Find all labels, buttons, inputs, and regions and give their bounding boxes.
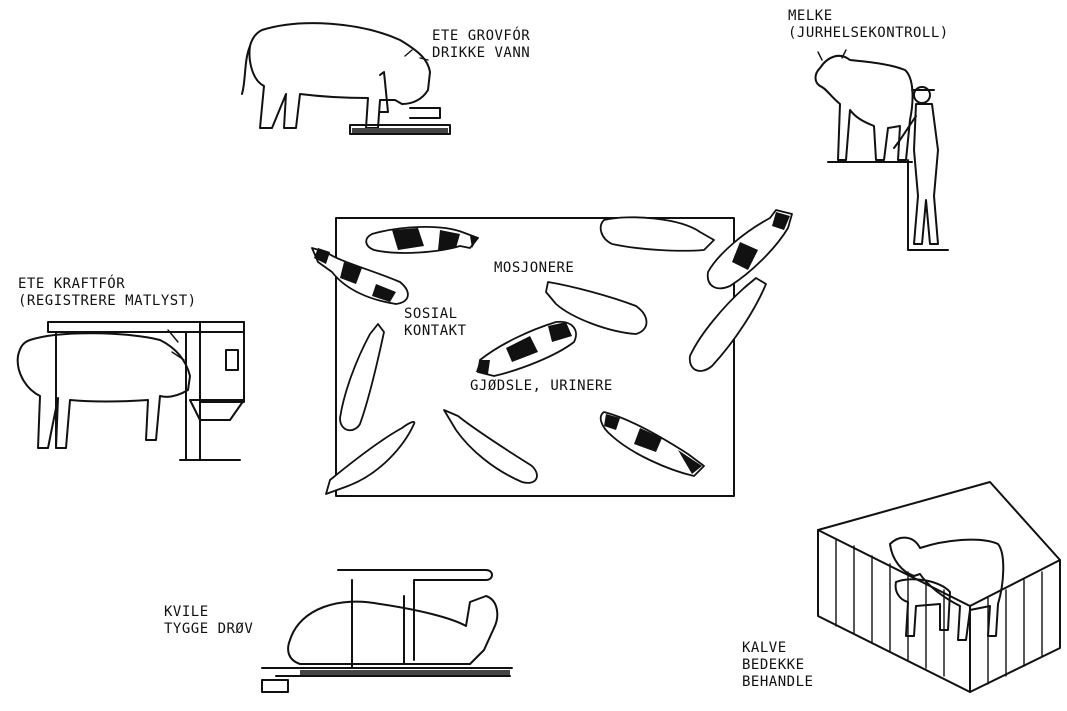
label-concentrate-line-2: (REGISTRERE MATLYST): [18, 293, 197, 310]
label-feed-roughage-line-1: ETE GROVFÓR: [432, 28, 530, 45]
calving-pen-illustration: [818, 482, 1060, 692]
cow-silhouette-far-right: [708, 210, 792, 288]
cow-silhouette-bottom-center: [444, 410, 537, 483]
concentrate-feeder-illustration: [18, 322, 244, 460]
cow-silhouette-right: [690, 278, 766, 371]
milking-illustration: [816, 50, 949, 250]
label-calving: KALVE BEDEKKE BEHANDLE: [742, 640, 813, 691]
label-social-line-1: SOSIAL: [404, 306, 467, 323]
cow-silhouette-bottom-left: [326, 422, 414, 494]
cow-silhouette-top-right: [601, 217, 714, 250]
label-rest-line-2: TYGGE DRØV: [164, 621, 253, 638]
label-calving-line-3: BEHANDLE: [742, 674, 813, 691]
cow-eating-roughage-illustration: [242, 23, 450, 134]
cow-silhouette-top: [366, 227, 478, 253]
label-milking: MELKE (JURHELSEKONTROLL): [788, 8, 949, 42]
label-calving-line-1: KALVE: [742, 640, 813, 657]
label-concentrate-line-1: ETE KRAFTFÓR: [18, 276, 197, 293]
label-concentrate: ETE KRAFTFÓR (REGISTRERE MATLYST): [18, 276, 197, 310]
cow-silhouette-bottom-right: [601, 412, 704, 476]
label-exercise: MOSJONERE: [494, 260, 574, 277]
label-rest: KVILE TYGGE DRØV: [164, 604, 253, 638]
label-rest-line-1: KVILE: [164, 604, 253, 621]
label-calving-line-2: BEDEKKE: [742, 657, 813, 674]
label-manure: GJØDSLE, URINERE: [470, 378, 613, 395]
label-milking-line-1: MELKE: [788, 8, 949, 25]
label-social: SOSIAL KONTAKT: [404, 306, 467, 340]
cow-silhouette-left: [312, 248, 408, 304]
label-feed-roughage: ETE GROVFÓR DRIKKE VANN: [432, 28, 530, 62]
resting-cubicle-illustration: [262, 570, 512, 692]
label-milking-line-2: (JURHELSEKONTROLL): [788, 25, 949, 42]
cow-silhouette-center: [476, 322, 576, 376]
cow-silhouette-left-lower: [340, 324, 384, 430]
label-social-line-2: KONTAKT: [404, 323, 467, 340]
loose-housing-pen: [312, 210, 792, 496]
label-manure-line-1: GJØDSLE, URINERE: [470, 378, 613, 395]
label-feed-roughage-line-2: DRIKKE VANN: [432, 45, 530, 62]
label-exercise-line-1: MOSJONERE: [494, 260, 574, 277]
